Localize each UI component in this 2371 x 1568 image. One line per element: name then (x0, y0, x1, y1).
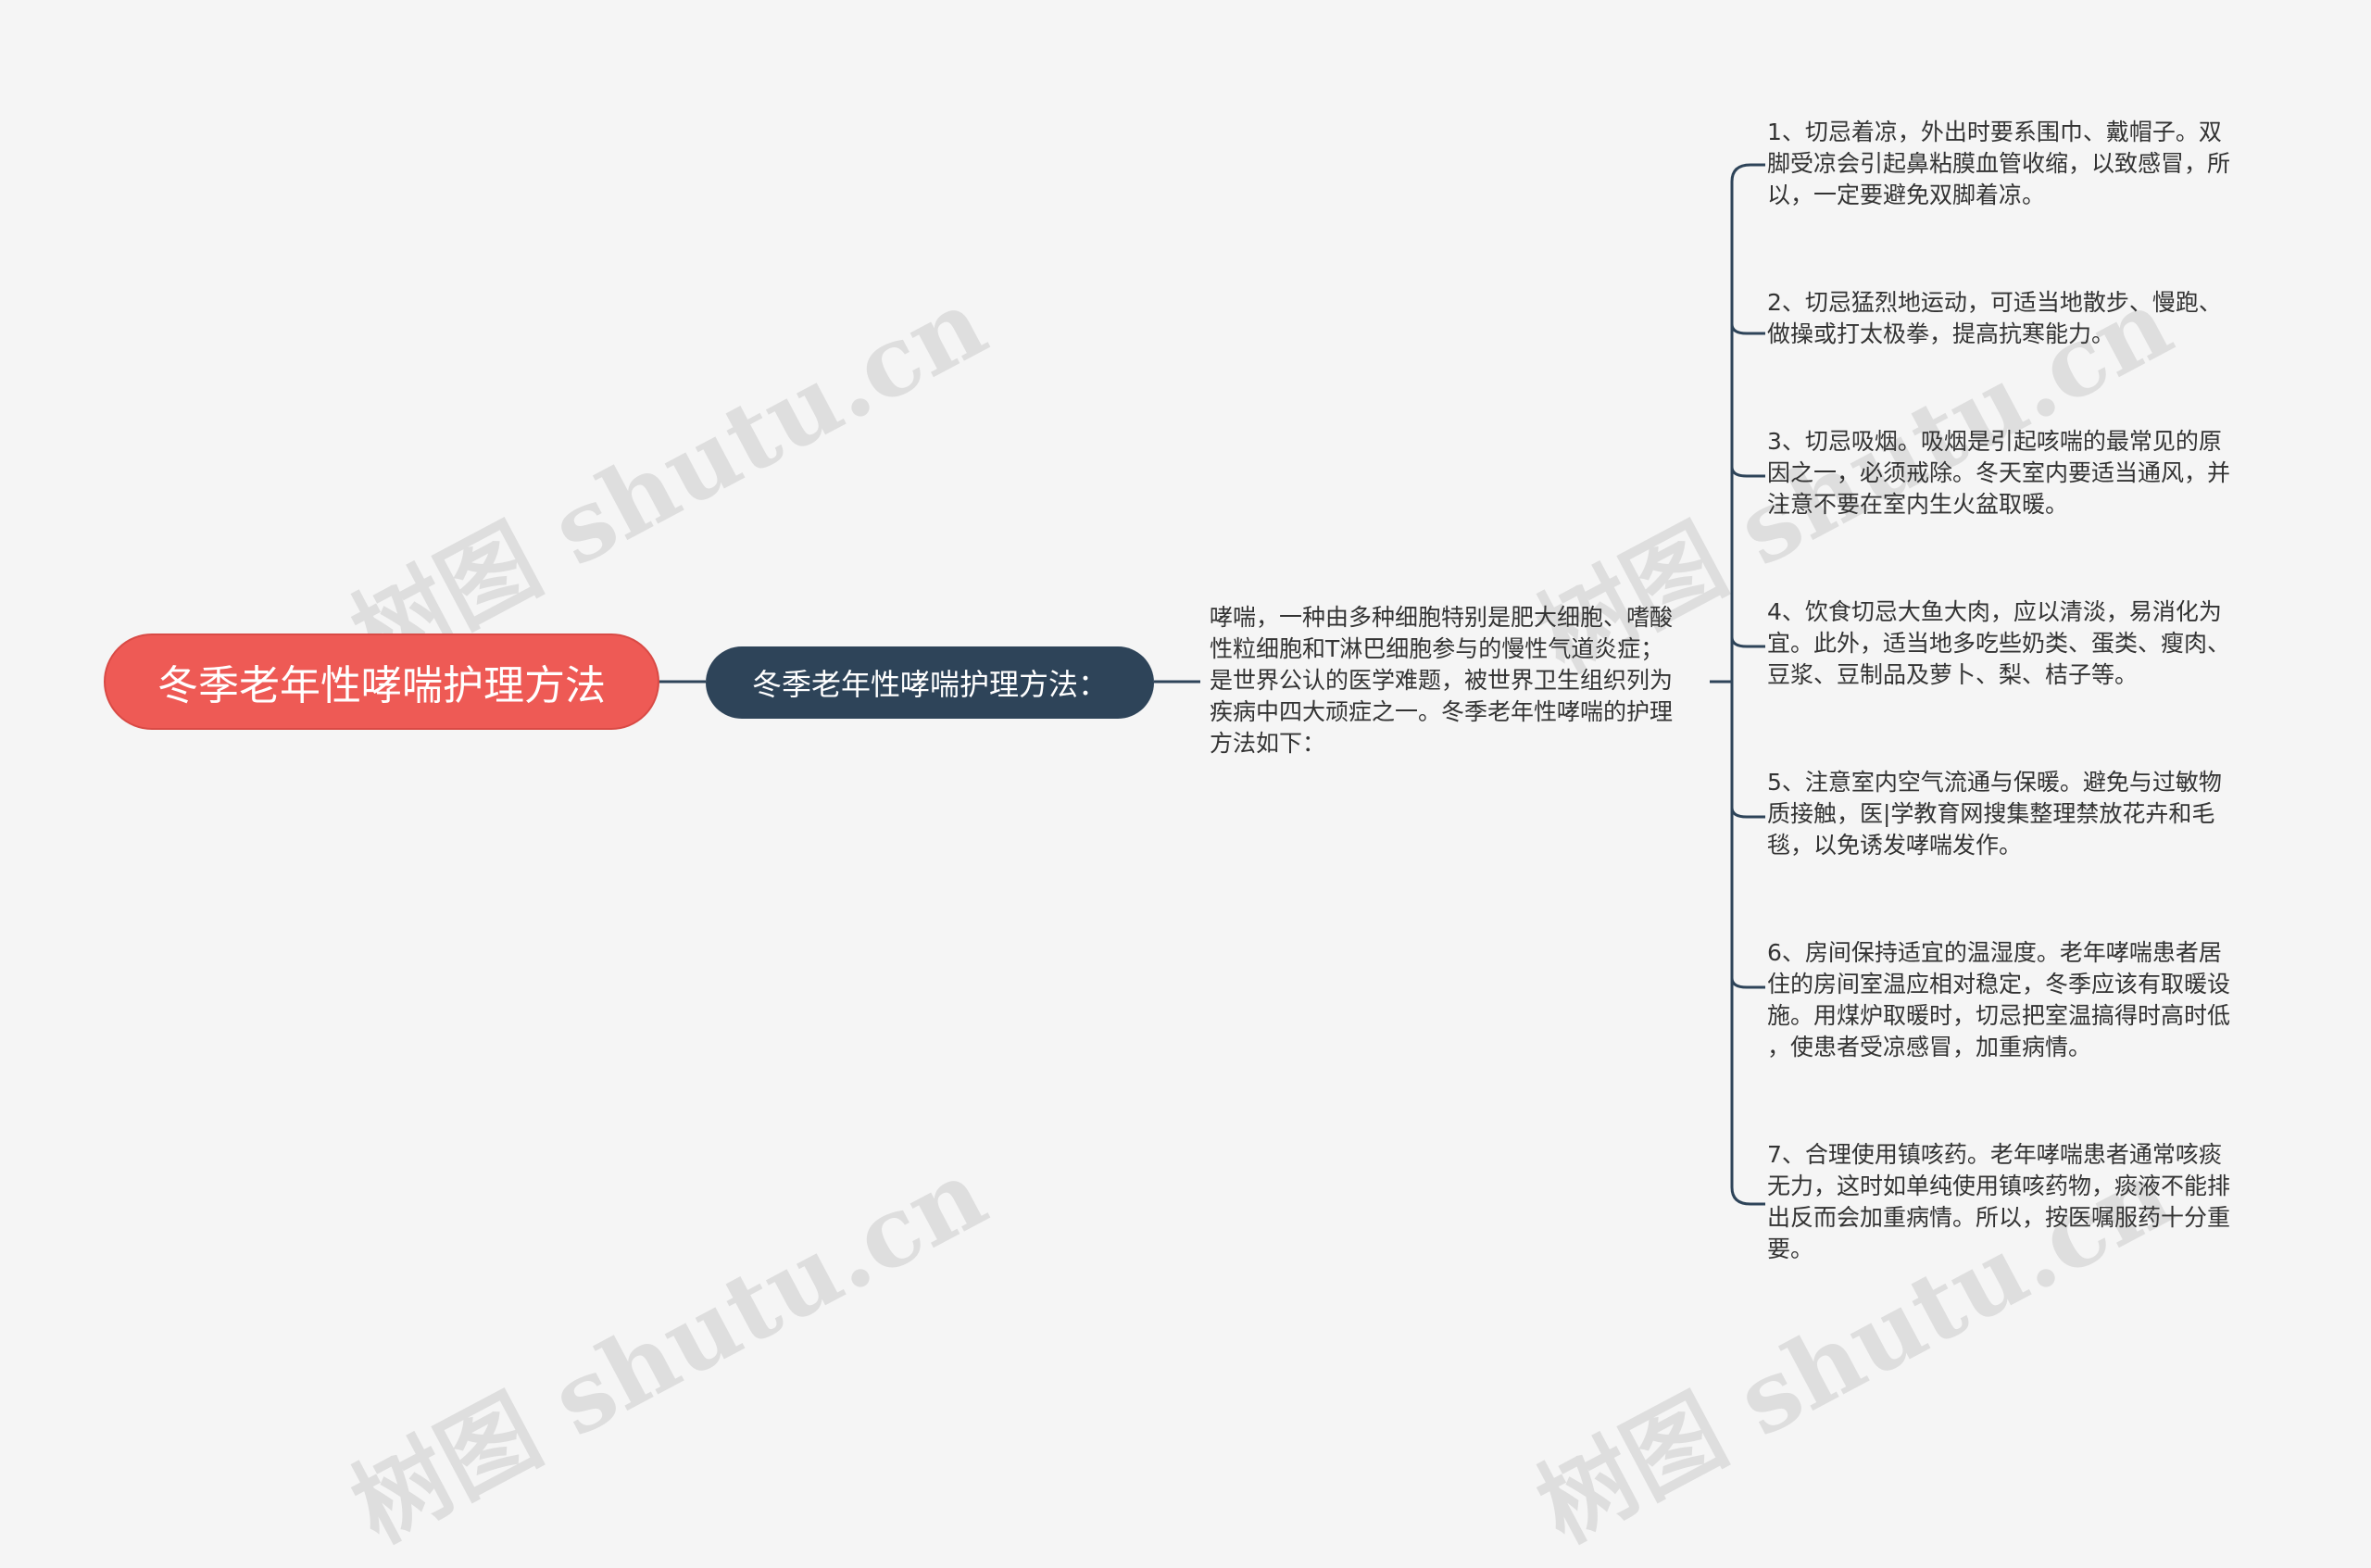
leaf-node-1[interactable]: 1、切忌着凉，外出时要系围巾、戴帽子。双 脚受凉会引起鼻粘膜血管收缩，以致感冒，… (1767, 119, 2231, 208)
leaf-node-7[interactable]: 7、合理使用镇咳药。老年哮喘患者通常咳痰 无力，这时如单纯使用镇咳药物，痰液不能… (1767, 1141, 2231, 1262)
leaf-node-6[interactable]: 6、房间保持适宜的温湿度。老年哮喘患者居 住的房间室温应相对稳定，冬季应该有取暖… (1767, 939, 2231, 1060)
leaf-node-2[interactable]: 2、切忌猛烈地运动，可适当地散步、慢跑、 做操或打太极拳，提高抗寒能力。 (1767, 289, 2222, 347)
connector-lines (659, 163, 1765, 1206)
bracket-tick-5 (1730, 807, 1765, 819)
root-topic-label: 冬季老年性哮喘护理方法 (157, 662, 606, 709)
leaf-node-5[interactable]: 5、注意室内空气流通与保暖。避免与过敏物 质接触，医|学教育网搜集整理禁放花卉和… (1767, 769, 2222, 859)
branch-topic-node[interactable]: 冬季老年性哮喘护理方法： (706, 646, 1154, 719)
bracket-tick-4 (1730, 636, 1765, 648)
bracket-top-curve (1730, 163, 1765, 182)
intro-text-node[interactable]: 哮喘，一种由多种细胞特别是肥大细胞、嗜酸 性粒细胞和T淋巴细胞参与的慢性气道炎症… (1210, 604, 1674, 757)
root-topic-node[interactable]: 冬季老年性哮喘护理方法 (104, 633, 659, 730)
bracket-tick-2 (1730, 323, 1765, 335)
leaf-node-3[interactable]: 3、切忌吸烟。吸烟是引起咳喘的最常见的原 因之一，必须戒除。冬天室内要适当通风，… (1767, 428, 2231, 518)
bracket-tick-6 (1730, 977, 1765, 989)
bracket-tick-3 (1730, 466, 1765, 478)
bracket-bottom-curve (1730, 1186, 1765, 1206)
branch-topic-label: 冬季老年性哮喘护理方法： (751, 667, 1108, 702)
leaf-node-4[interactable]: 4、饮食切忌大鱼大肉，应以清淡，易消化为 宜。此外，适当地多吃些奶类、蛋类、瘦肉… (1767, 598, 2231, 688)
